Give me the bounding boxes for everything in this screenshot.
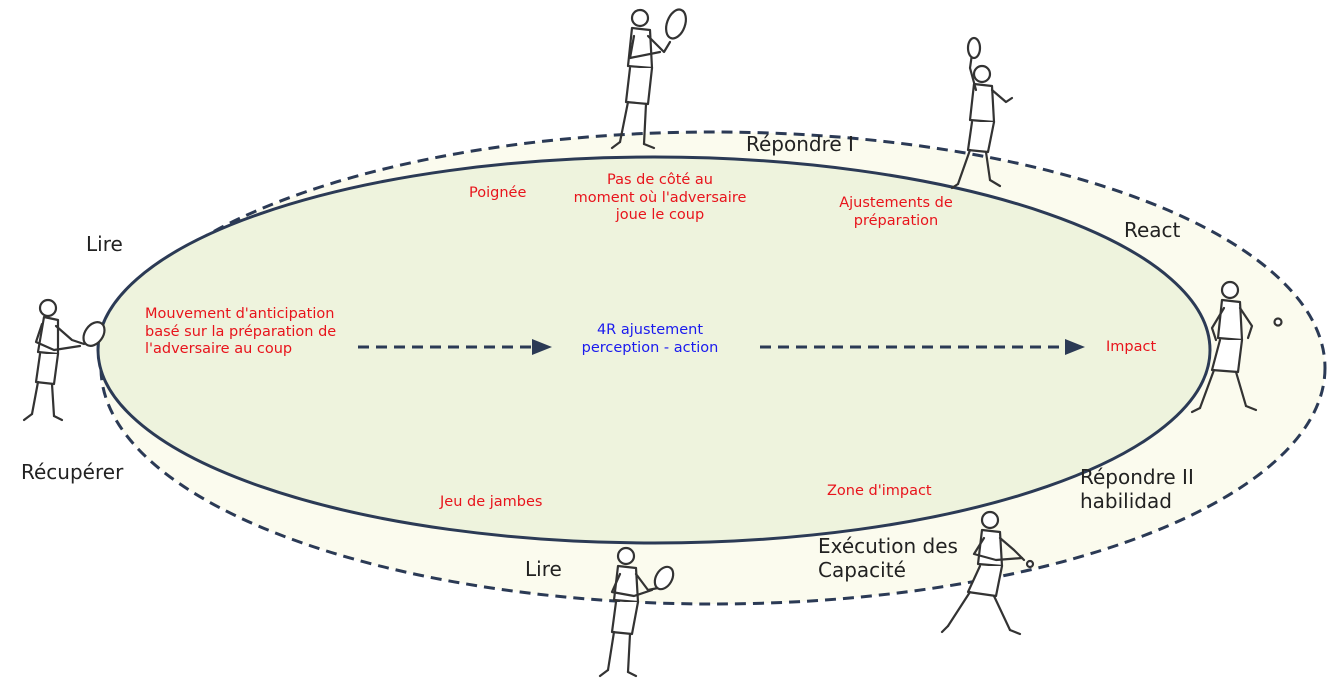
label-recuperer: Récupérer [21, 460, 124, 484]
label-jeu-de-jambes: Jeu de jambes [440, 494, 543, 510]
label-lire-top: Lire [86, 232, 123, 256]
label-impact: Impact [1106, 339, 1157, 355]
label-react: React [1124, 218, 1181, 242]
label-zone-impact: Zone d'impact [827, 483, 932, 499]
label-repondre-2: Répondre II habilidad [1080, 465, 1194, 514]
player-bottom-center-icon [578, 544, 675, 684]
inner-solid-ellipse [96, 155, 1212, 545]
player-top-center-icon [600, 2, 692, 154]
label-lire-bottom: Lire [525, 557, 562, 581]
label-mouvement: Mouvement d'anticipation basé sur la pré… [145, 306, 337, 358]
player-top-right-icon [940, 36, 1030, 190]
player-bottom-right-icon [938, 508, 1042, 638]
player-left-icon [14, 292, 106, 432]
label-pas-de-cote: Pas de côté au moment où l'adversaire jo… [573, 172, 747, 224]
label-ajustements: Ajustements de préparation [839, 195, 953, 229]
label-execution: Exécution des Capacité [818, 534, 958, 583]
label-repondre-1: Répondre I [746, 132, 854, 156]
player-right-icon [1186, 278, 1286, 418]
arrowhead-left-icon [532, 339, 552, 355]
label-poignee: Poignée [469, 185, 527, 201]
arrowhead-right-icon [1065, 339, 1085, 355]
label-center: 4R ajustement perception - action [581, 322, 719, 356]
